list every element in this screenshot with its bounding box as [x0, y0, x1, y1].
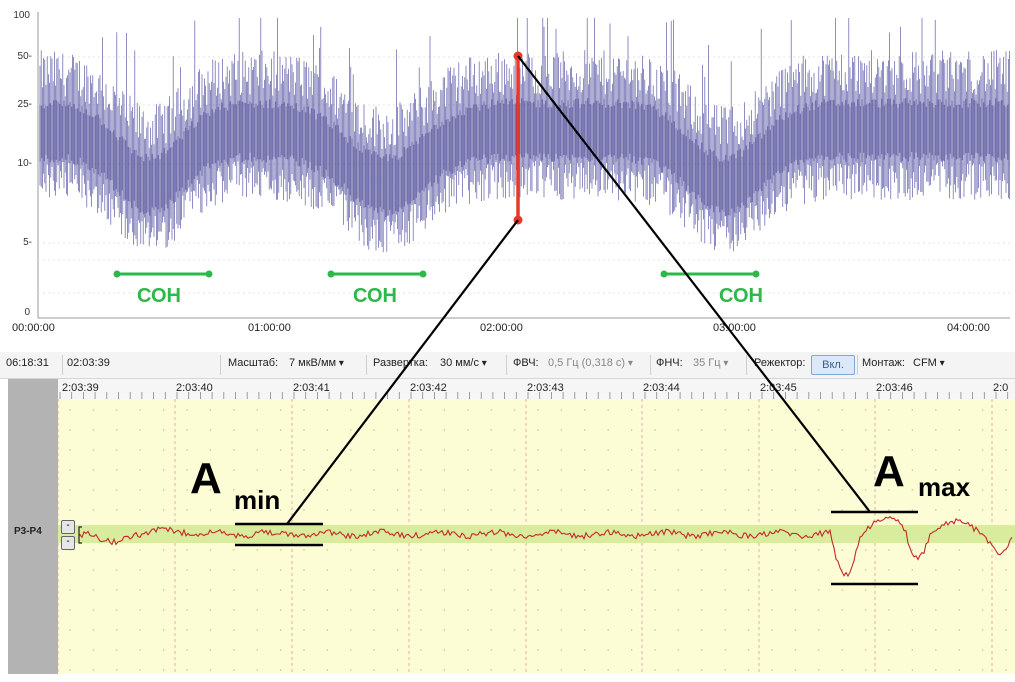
- time-label: 2:03:39: [62, 382, 99, 394]
- y-tick-5: 5-: [23, 237, 32, 248]
- clock-value: 06:18:31: [6, 357, 49, 369]
- x-tick-1: 01:00:00: [248, 322, 291, 334]
- sleep-segment-3: [660, 270, 760, 278]
- time-label: 2:03:44: [643, 382, 680, 394]
- x-tick-4: 04:00:00: [947, 322, 990, 334]
- cursor-time-field[interactable]: 02:03:39: [67, 357, 110, 369]
- amin-markers: [235, 522, 323, 547]
- y-tick-50: 50-: [17, 51, 32, 62]
- time-label: 2:03:45: [760, 382, 797, 394]
- x-tick-2: 02:00:00: [480, 322, 523, 334]
- eeg-toolbar: 06:18:31 02:03:39 Масштаб: 7 мкВ/мм Разв…: [0, 352, 1015, 379]
- hpf-label: ФВЧ:: [513, 357, 539, 369]
- hpf-dropdown[interactable]: 0,5 Гц (0,318 с): [548, 357, 633, 369]
- y-tick-10: 10-: [17, 158, 32, 169]
- channel-label[interactable]: P3-P4: [14, 526, 42, 537]
- montage-label: Монтаж:: [862, 357, 905, 369]
- sleep-label-2: СОН: [353, 285, 397, 307]
- x-tick-3: 03:00:00: [713, 322, 756, 334]
- channel-column: [8, 379, 58, 674]
- time-label: 2:03:41: [293, 382, 330, 394]
- notch-toggle-button[interactable]: Вкл.: [811, 355, 855, 375]
- amax-markers: [831, 510, 918, 586]
- sleep-segment-2: [327, 270, 427, 278]
- y-tick-100: 100: [13, 10, 30, 21]
- y-tick-0: 0: [24, 307, 30, 318]
- amax-connector: [517, 55, 871, 513]
- amin-subscript: min: [234, 485, 281, 515]
- time-label: 2:03:46: [876, 382, 913, 394]
- sweep-label: Развертка:: [373, 357, 428, 369]
- scale-dropdown[interactable]: 7 мкВ/мм: [289, 357, 344, 369]
- sleep-label-3: СОН: [719, 285, 763, 307]
- amplitude-trace: [39, 18, 1010, 253]
- amplitude-band: [58, 525, 1015, 543]
- amplitude-trend-panel: 100 50- 25- 10- 5- 0 С: [12, 10, 1010, 334]
- time-label: 2:0: [993, 382, 1009, 394]
- lpf-dropdown[interactable]: 35 Гц: [693, 357, 728, 369]
- gain-up-button[interactable]: -: [61, 520, 75, 534]
- amax-subscript: max: [918, 472, 971, 502]
- amin-connector: [286, 219, 519, 525]
- trend-plot: [37, 12, 1010, 319]
- amin-label: A: [190, 454, 222, 503]
- x-tick-0: 00:00:00: [12, 322, 55, 334]
- y-tick-25: 25-: [17, 99, 32, 110]
- time-label: 2:03:42: [410, 382, 447, 394]
- scale-label: Масштаб:: [228, 357, 279, 369]
- time-label: 2:03:43: [527, 382, 564, 394]
- lpf-label: ФНЧ:: [656, 357, 683, 369]
- eeg-time-ruler: 2:03:39 2:03:40 2:03:41 2:03:42 2:03:43 …: [58, 379, 1015, 399]
- ruler-ticks: [59, 392, 1009, 399]
- sleep-label-1: СОН: [137, 285, 181, 307]
- notch-label: Режектор:: [754, 357, 806, 369]
- sweep-dropdown[interactable]: 30 мм/с: [440, 357, 487, 369]
- gain-down-button[interactable]: -: [61, 536, 75, 550]
- sleep-segment-1: [113, 270, 213, 278]
- amax-label: A: [873, 447, 905, 496]
- time-label: 2:03:40: [176, 382, 213, 394]
- eeg-trace-p3-p4: [79, 515, 1013, 578]
- montage-dropdown[interactable]: CFM: [913, 357, 945, 369]
- eeg-grid: [57, 399, 1007, 674]
